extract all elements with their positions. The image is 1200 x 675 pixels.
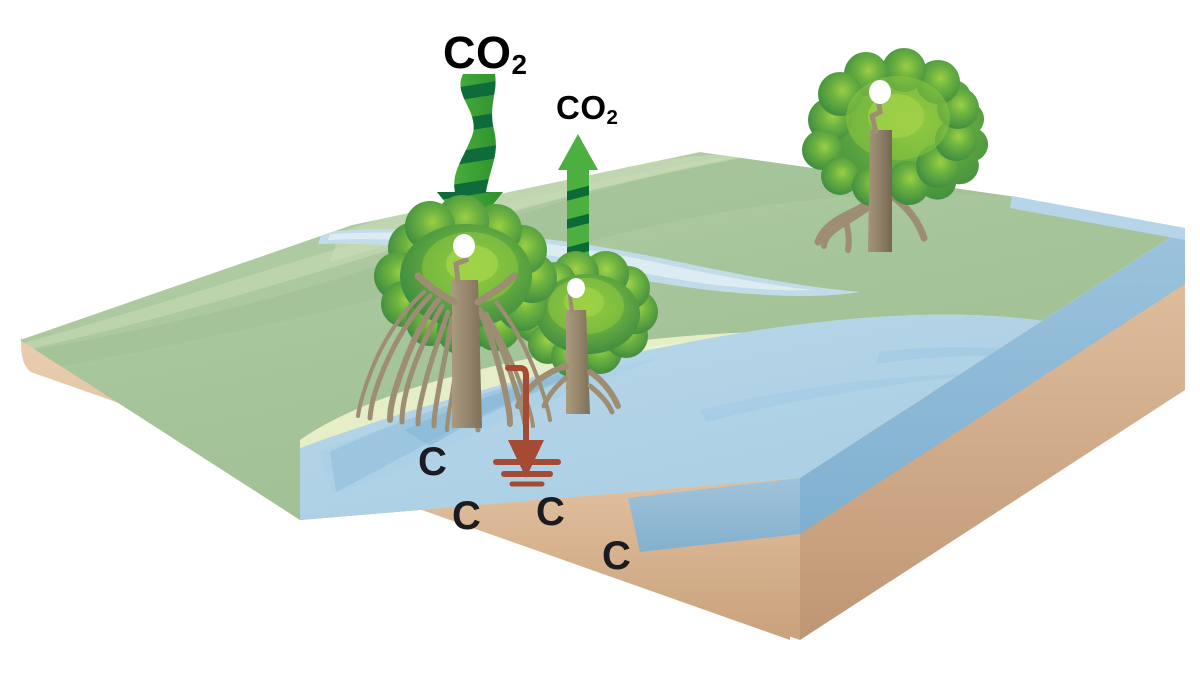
tree-right-trunk-top-branch	[869, 95, 883, 135]
tidal-creek	[330, 362, 600, 492]
soil-block-front-face-shape	[21, 338, 800, 640]
tree-middle-prop-root-3	[587, 369, 621, 409]
water-rim-scallops	[1010, 196, 1185, 240]
carbon-symbol-1: C	[418, 440, 447, 484]
tree-right-prop-root-3	[841, 213, 852, 253]
co2-uptake-label-subscript: 2	[511, 49, 528, 81]
carbon-symbol-4: C	[602, 534, 631, 578]
tree-right-top-leaf	[869, 80, 891, 104]
co2-release-label-text: CO	[556, 89, 607, 126]
tree-right-trunk	[868, 130, 892, 252]
water-block-front-face	[628, 478, 800, 552]
tree-middle-trunk	[566, 310, 590, 414]
tree-left-branch-left	[414, 272, 458, 306]
carbon-burial-ground-symbol	[493, 459, 561, 487]
co2-release-arrow-body	[558, 134, 598, 266]
tree-left-branch-right	[474, 272, 518, 306]
co2-uptake-label: CO2	[443, 27, 528, 79]
co2-release-label-subscript: 2	[606, 105, 619, 129]
bay-shallow-water	[320, 358, 660, 494]
tree-left-top-leaf	[453, 234, 475, 258]
mangrove-tree-right	[802, 48, 989, 253]
co2-release-label: CO2	[556, 89, 618, 127]
carbon-symbol-3: C	[536, 490, 565, 534]
tree-middle-prop-root-4	[587, 383, 615, 415]
water-block-right-face	[800, 228, 1185, 534]
carbon-burial-arrow	[493, 365, 561, 487]
carbon-burial-arrow-elbow	[505, 365, 529, 443]
inland-stream-highlight	[328, 232, 812, 291]
water-wave-band-2	[700, 374, 980, 422]
tree-right-canopy-lobes	[802, 48, 979, 206]
tree-middle-top-leaf	[567, 278, 585, 298]
carbon-symbol-2: C	[452, 494, 481, 538]
co2-uptake-label-text: CO	[443, 27, 512, 78]
tree-right-canopy-core	[868, 94, 924, 138]
mangrove-tree-left	[356, 195, 557, 433]
tree-left-trunk	[452, 280, 482, 428]
